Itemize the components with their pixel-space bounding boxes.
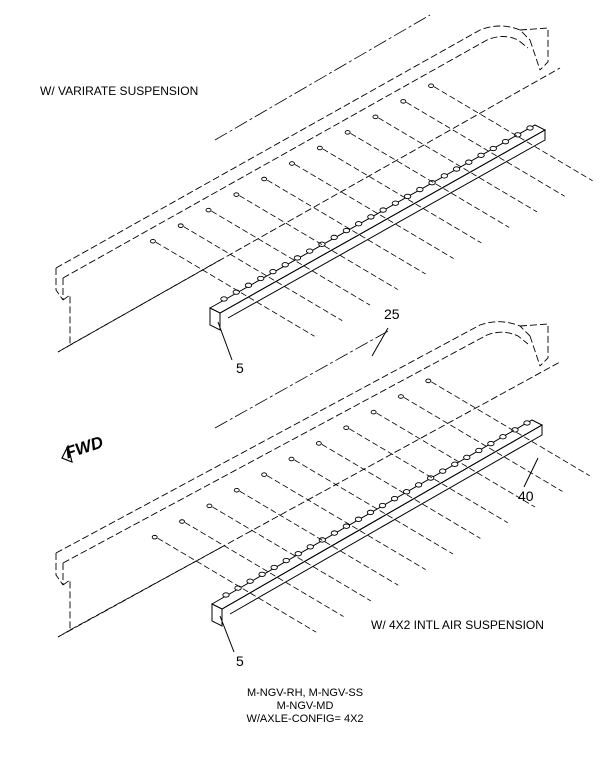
bracket-hole	[439, 468, 447, 474]
bolt	[289, 161, 454, 259]
bottom-callout-leader	[219, 615, 235, 653]
bolt	[151, 534, 317, 633]
bracket-hole	[378, 502, 387, 509]
bracket-hole	[330, 234, 338, 241]
bracket-hole	[414, 482, 423, 488]
bracket-hole	[354, 516, 363, 522]
bracket-hole	[306, 248, 314, 254]
bracket-hole	[306, 544, 314, 550]
top-centerline	[214, 14, 431, 141]
callout-bolts: 40	[518, 488, 534, 504]
bracket-hole	[366, 509, 375, 516]
bracket-hole	[234, 585, 242, 591]
bottom-bracket-strip	[210, 419, 544, 627]
bracket-hole	[269, 268, 277, 275]
bolt	[398, 394, 563, 492]
bracket-hole	[463, 454, 471, 461]
bracket-hole	[501, 139, 510, 145]
forward-arrow-icon	[61, 444, 73, 463]
bracket-hole	[477, 152, 485, 159]
bracket-hole	[330, 530, 339, 536]
bottom-bolts	[151, 378, 591, 633]
bottom-centerline	[214, 329, 391, 429]
bottom-bracket-holes	[222, 420, 531, 598]
bracket-hole	[390, 496, 399, 502]
callout-bottom-bracket: 5	[236, 653, 244, 669]
bracket-hole	[489, 145, 497, 152]
bolt	[233, 488, 399, 586]
bolt	[372, 114, 538, 213]
bracket-hole	[342, 523, 351, 529]
bottom-assembly	[55, 321, 591, 653]
bracket-hole	[487, 440, 495, 447]
bracket-hole	[475, 447, 483, 454]
bottom-frame-rail	[55, 321, 561, 638]
bracket-hole	[427, 475, 435, 481]
bolt	[206, 503, 372, 602]
bracket-hole	[523, 420, 531, 426]
callout-centerline: 25	[384, 306, 400, 322]
bracket-hole	[244, 282, 253, 288]
bracket-hole	[258, 571, 266, 578]
bolt	[344, 130, 510, 228]
callout-top-bracket: 5	[236, 360, 244, 376]
top-bracket-strip	[208, 124, 547, 331]
bracket-hole	[379, 207, 387, 213]
bolt	[261, 176, 426, 275]
bracket-hole	[440, 173, 448, 179]
top-assembly	[55, 14, 593, 361]
bracket-hole	[526, 125, 534, 131]
bracket-hole	[451, 461, 459, 467]
bolt	[177, 223, 343, 322]
top-frame-rail	[55, 25, 561, 353]
top-assembly-caption: W/ VARIRATE SUSPENSION	[40, 84, 199, 98]
bolt	[400, 99, 565, 197]
bolts-callout-leader	[523, 457, 539, 488]
bracket-hole	[452, 166, 461, 172]
top-callout-leader	[217, 321, 233, 361]
centerline-leader	[371, 327, 389, 357]
bolt	[149, 238, 315, 337]
bracket-hole	[232, 289, 240, 295]
bolt	[205, 207, 371, 306]
bracket-hole	[257, 275, 265, 282]
applicability-notes: M-NGV-RH, M-NGV-SS M-NGV-MD W/AXLE-CONFI…	[0, 687, 610, 726]
bracket-hole	[403, 193, 412, 200]
bolt	[343, 425, 508, 524]
bolt	[315, 441, 481, 539]
bolt	[261, 472, 426, 570]
bolt	[288, 456, 454, 555]
bracket-hole	[465, 159, 473, 165]
bracket-hole	[367, 214, 375, 220]
bracket-hole	[281, 262, 289, 268]
bolt	[233, 192, 399, 290]
config-line: W/AXLE-CONFIG= 4X2	[246, 713, 364, 725]
bracket-hole	[499, 434, 507, 440]
bracket-hole	[342, 227, 351, 234]
bracket-hole	[222, 592, 230, 598]
bolt	[425, 378, 591, 477]
bracket-hole	[220, 296, 228, 302]
config-line: M-NGV-RH, M-NGV-SS	[246, 687, 364, 699]
bolt	[428, 83, 593, 182]
bottom-assembly-caption: W/ 4X2 INTL AIR SUSPENSION	[371, 618, 544, 632]
bracket-hole	[294, 551, 302, 557]
bracket-hole	[416, 186, 424, 193]
bracket-hole	[402, 489, 411, 495]
bolt	[179, 519, 344, 617]
bracket-hole	[391, 200, 400, 206]
bracket-hole	[293, 255, 302, 261]
top-bolts	[149, 83, 593, 337]
bracket-hole	[246, 578, 254, 584]
bracket-hole	[428, 180, 436, 186]
config-line: M-NGV-MD	[276, 700, 334, 712]
bolt	[370, 409, 536, 508]
bracket-hole	[282, 557, 290, 564]
bolt	[316, 145, 482, 244]
bracket-hole	[270, 564, 278, 571]
bracket-hole	[354, 221, 363, 227]
